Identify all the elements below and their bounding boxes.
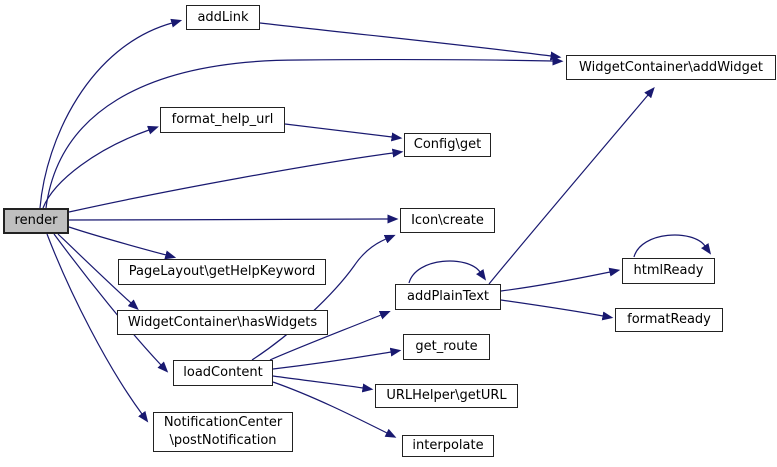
node-addplaintext[interactable]: addPlainText [395, 284, 501, 310]
node-interpolate-label: interpolate [412, 438, 484, 454]
edge-add_plain_text-to-add_plain_text [408, 260, 487, 284]
edge-format_help_url-to-config_get [284, 123, 403, 142]
edge-render-to-page_layout [68, 226, 177, 260]
edge-load_content-to-get_route [272, 347, 402, 370]
edge-html_ready-to-html_ready [633, 234, 712, 258]
edge-render-to-widget_add [45, 56, 564, 209]
node-widgetcontainer-addwidget-label: WidgetContainer\addWidget [579, 59, 763, 75]
node-pagelayout-gethelpkeyword[interactable]: PageLayout\getHelpKeyword [118, 259, 326, 285]
node-loadcontent-label: loadContent [183, 365, 263, 381]
edge-render-to-config_get [68, 148, 404, 213]
edge-render-to-add_link [39, 18, 183, 209]
node-render[interactable]: render [3, 208, 69, 234]
edge-load_content-to-interpolate [272, 381, 397, 438]
node-icon-create-label: Icon\create [411, 212, 484, 228]
node-loadcontent[interactable]: loadContent [173, 360, 273, 386]
node-formatready[interactable]: formatReady [615, 308, 723, 332]
node-notificationcenter-postnotification[interactable]: NotificationCenter \postNotification [153, 412, 293, 452]
edge-add_plain_text-to-format_ready [500, 299, 614, 321]
node-addlink[interactable]: addLink [186, 5, 260, 30]
node-notificationcenter-line2: \postNotification [169, 433, 277, 448]
edge-load_content-to-icon_create [251, 234, 396, 361]
node-interpolate[interactable]: interpolate [402, 435, 494, 457]
edge-add_plain_text-to-html_ready [500, 267, 621, 292]
node-addplaintext-label: addPlainText [406, 289, 490, 305]
node-htmlready-label: htmlReady [633, 263, 704, 279]
node-icon-create[interactable]: Icon\create [400, 208, 495, 233]
node-urlhelper-geturl-label: URLHelper\getURL [386, 388, 507, 404]
node-urlhelper-geturl[interactable]: URLHelper\getURL [375, 384, 518, 408]
node-config-get-label: Config\get [413, 137, 482, 153]
node-addlink-label: addLink [197, 9, 249, 25]
edge-render-to-format_help_url [42, 125, 159, 209]
node-get-route[interactable]: get_route [403, 334, 490, 360]
node-format-help-url-label: format_help_url [171, 112, 274, 128]
edge-load_content-to-add_plain_text [269, 311, 391, 361]
node-widgetcontainer-haswidgets-label: WidgetContainer\hasWidgets [127, 314, 318, 330]
edge-add_link-to-widget_add [259, 22, 562, 61]
node-htmlready[interactable]: htmlReady [622, 258, 715, 284]
node-format-help-url[interactable]: format_help_url [160, 107, 285, 133]
edge-add_plain_text-to-widget_add [488, 86, 655, 285]
node-config-get[interactable]: Config\get [404, 133, 491, 157]
edge-render-to-notification [46, 233, 149, 423]
node-widgetcontainer-haswidgets[interactable]: WidgetContainer\hasWidgets [117, 310, 328, 335]
node-widgetcontainer-addwidget[interactable]: WidgetContainer\addWidget [566, 55, 776, 80]
edge-load_content-to-url_helper [272, 375, 374, 393]
edge-render-to-load_content [53, 233, 169, 373]
node-render-label: render [14, 213, 58, 229]
node-formatready-label: formatReady [627, 312, 711, 328]
edge-render-to-icon_create [68, 214, 399, 224]
edge-render-to-has_widgets [57, 233, 139, 311]
node-get-route-label: get_route [415, 339, 478, 355]
node-pagelayout-gethelpkeyword-label: PageLayout\getHelpKeyword [128, 264, 316, 280]
node-notificationcenter-line1: NotificationCenter [163, 415, 283, 431]
